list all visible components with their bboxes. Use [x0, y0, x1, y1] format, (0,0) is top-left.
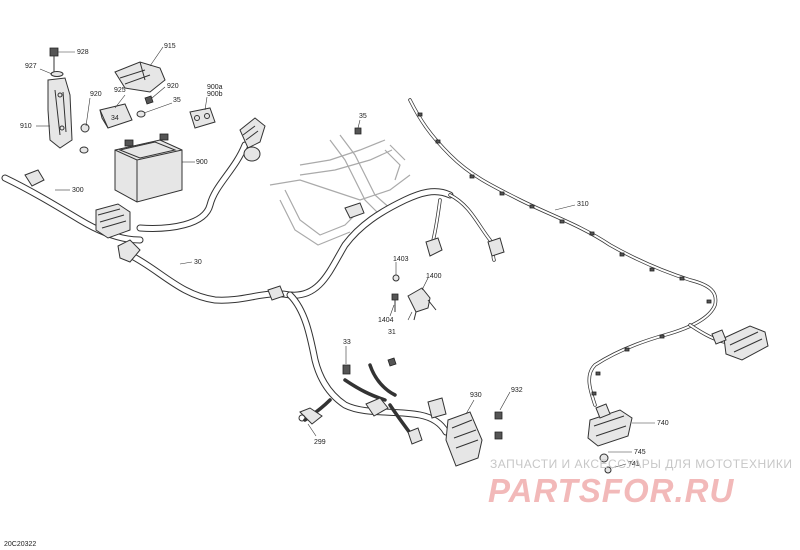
label-927: 927 — [25, 63, 37, 70]
rear-harness-310 — [408, 98, 727, 407]
label-35-right: 35 — [359, 113, 367, 120]
front-harness-300 — [1, 174, 144, 244]
battery — [114, 133, 183, 203]
bracket-910 — [47, 47, 90, 154]
bracket-900ab — [189, 107, 216, 129]
label-910: 910 — [20, 123, 32, 130]
label-915: 915 — [164, 43, 176, 50]
label-900b: 900b — [207, 91, 223, 98]
battery-callout-label: 34 — [111, 115, 119, 122]
chassis-frame — [269, 134, 411, 246]
sensor-299 — [298, 407, 323, 425]
label-932: 932 — [511, 387, 523, 394]
label-928: 928 — [77, 49, 89, 56]
watermark: ЗАПЧАСТИ И АКСЕССУАРЫ ДЛЯ МОТОТЕХНИКИ PA… — [488, 457, 792, 509]
label-900: 900 — [196, 159, 208, 166]
connector-900 — [239, 117, 266, 162]
label-930: 930 — [470, 392, 482, 399]
label-1404: 1404 — [378, 317, 394, 324]
fuse-box — [24, 169, 141, 263]
label-900a: 900a — [207, 84, 223, 91]
watermark-logo: PARTSFOR.RU — [488, 472, 734, 509]
harness-connectors — [267, 202, 505, 445]
control-module-930 — [445, 411, 503, 467]
part-labels: 928 927 920 910 915 920 925 35 900a 900b… — [20, 43, 669, 469]
label-1403: 1403 — [393, 256, 409, 263]
relay-925: 34 — [99, 103, 133, 129]
watermark-tagline: ЗАПЧАСТИ И АКСЕССУАРЫ ДЛЯ МОТОТЕХНИКИ — [490, 457, 792, 471]
label-33: 33 — [343, 339, 351, 346]
label-740: 740 — [657, 420, 669, 427]
label-741: 741 — [628, 461, 640, 468]
label-920-left: 920 — [90, 91, 102, 98]
label-30: 30 — [194, 259, 202, 266]
label-31: 31 — [388, 329, 396, 336]
label-920-right: 920 — [167, 83, 179, 90]
label-300: 300 — [72, 187, 84, 194]
rear-light — [711, 325, 769, 361]
label-299: 299 — [314, 439, 326, 446]
label-745: 745 — [634, 449, 646, 456]
battery-holder-915 — [114, 61, 166, 93]
diagram-reference-code: 20C20322 — [4, 541, 36, 548]
label-310: 310 — [577, 201, 589, 208]
battery-harness-900 — [136, 141, 249, 232]
label-35-left: 35 — [173, 97, 181, 104]
label-1400: 1400 — [426, 273, 442, 280]
sensor-1400 — [391, 274, 437, 321]
fasteners-920-35 — [136, 95, 362, 135]
taillight-740 — [587, 403, 633, 474]
label-925: 925 — [114, 87, 126, 94]
